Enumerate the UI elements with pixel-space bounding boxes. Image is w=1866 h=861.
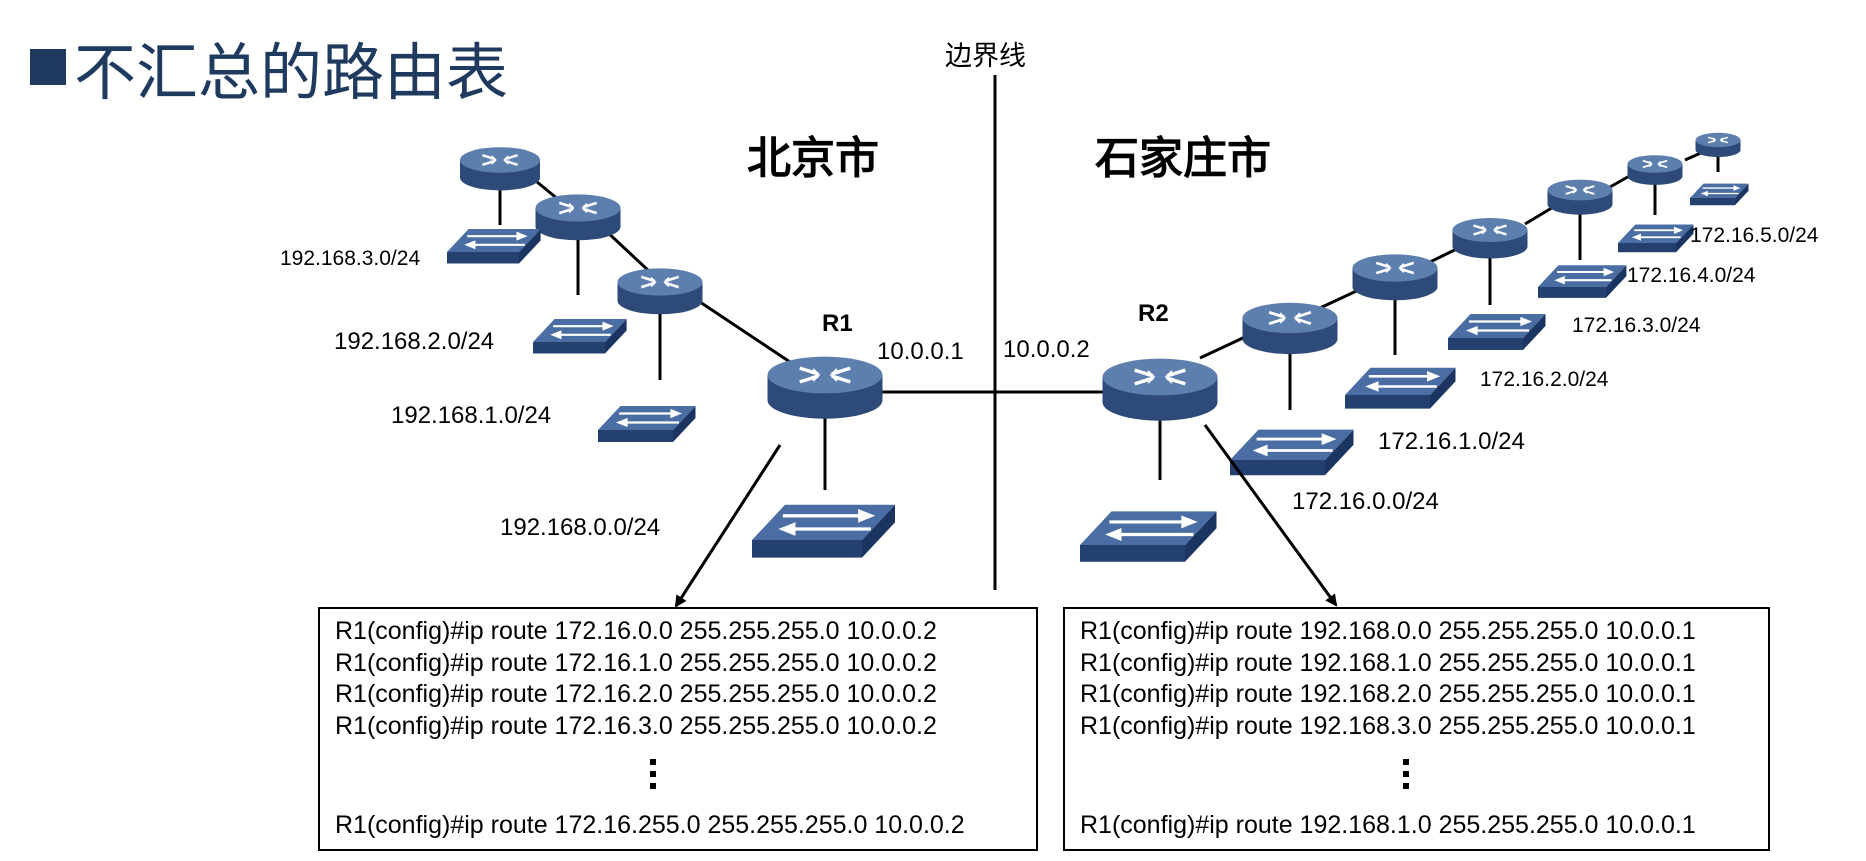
router-left-2 (534, 193, 622, 242)
ellipsis-dots-icon (1403, 759, 1409, 795)
switch-192-168-1 (596, 404, 697, 444)
title-text: 不汇总的路由表 (74, 36, 509, 109)
route-line: R1(config)#ip route 192.168.3.0 255.255.… (1080, 712, 1696, 740)
ellipsis-dots-icon (650, 759, 656, 795)
router-right-2 (1351, 253, 1439, 302)
r1-ip-label: 10.0.0.1 (877, 338, 964, 365)
route-line: R1(config)#ip route 192.168.0.0 255.255.… (1080, 617, 1696, 645)
router-right-6 (1694, 132, 1742, 158)
net-label: 172.16.0.0/24 (1292, 488, 1439, 515)
net-label: 192.168.0.0/24 (500, 514, 661, 541)
route-line-last: R1(config)#ip route 192.168.1.0 255.255.… (1080, 811, 1696, 839)
router-right-3 (1451, 216, 1529, 260)
router-left-1 (616, 267, 704, 316)
router-left-3 (458, 145, 542, 192)
switch-172-16-5 (1617, 223, 1695, 254)
router-right-5 (1626, 154, 1684, 186)
switch-192-168-3 (445, 227, 542, 265)
switch-172-16-0 (1078, 509, 1219, 564)
city-right: 石家庄市 (1095, 133, 1271, 184)
router-r2-label: R2 (1138, 300, 1169, 327)
route-table-right: R1(config)#ip route 192.168.0.0 255.255.… (1063, 607, 1770, 851)
title-bullet-icon (30, 49, 66, 85)
net-label: 192.168.1.0/24 (391, 402, 552, 429)
city-left: 北京市 (747, 133, 879, 184)
route-table-left: R1(config)#ip route 172.16.0.0 255.255.2… (318, 607, 1038, 851)
switch-172-16-2 (1343, 366, 1457, 410)
net-label: 192.168.2.0/24 (334, 328, 495, 355)
route-line: R1(config)#ip route 172.16.3.0 255.255.2… (335, 712, 937, 740)
switch-172-16-4 (1536, 264, 1628, 299)
router-r1-label: R1 (822, 310, 853, 337)
router-right-1 (1241, 301, 1339, 356)
net-label: 172.16.3.0/24 (1572, 314, 1701, 337)
net-label: 192.168.3.0/24 (280, 247, 421, 270)
arrow-to-right-table (1203, 424, 1338, 607)
route-line: R1(config)#ip route 192.168.1.0 255.255.… (1080, 649, 1696, 677)
net-label: 172.16.1.0/24 (1378, 428, 1525, 455)
route-line: R1(config)#ip route 172.16.2.0 255.255.2… (335, 680, 937, 708)
switch-172-16-3 (1446, 312, 1547, 352)
net-label: 172.16.5.0/24 (1690, 224, 1819, 247)
switch-172-16-1 (1228, 428, 1355, 477)
net-label: 172.16.2.0/24 (1480, 368, 1609, 391)
switch-192-168-0 (750, 503, 897, 560)
route-line: R1(config)#ip route 172.16.0.0 255.255.2… (335, 617, 937, 645)
router-r1 (765, 354, 885, 421)
r2-ip-label: 10.0.0.2 (1003, 336, 1090, 363)
router-r2 (1100, 356, 1220, 423)
switch-172-16-6 (1689, 182, 1750, 206)
boundary-label: 边界线 (945, 41, 1026, 72)
route-line: R1(config)#ip route 192.168.2.0 255.255.… (1080, 680, 1696, 708)
arrow-to-left-table (674, 444, 782, 608)
route-line: R1(config)#ip route 172.16.1.0 255.255.2… (335, 649, 937, 677)
router-right-4 (1546, 178, 1614, 216)
net-label: 172.16.4.0/24 (1627, 264, 1756, 287)
route-line-last: R1(config)#ip route 172.16.255.0 255.255… (335, 811, 965, 839)
switch-192-168-2 (531, 317, 628, 355)
page-title: 不汇总的路由表 (30, 22, 508, 112)
